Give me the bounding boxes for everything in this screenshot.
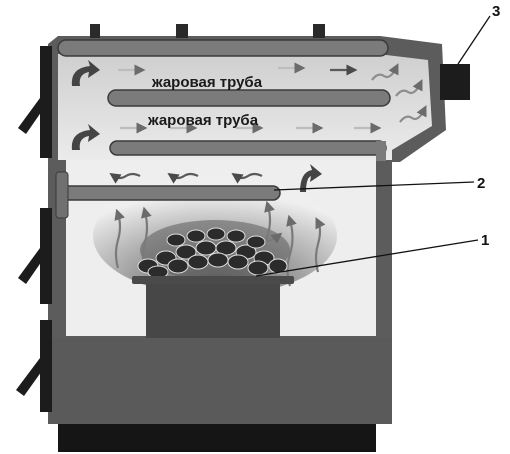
callout-lines xyxy=(255,15,491,277)
fire-tube-label-2: жаровая труба xyxy=(147,112,259,129)
callout-1: 1 xyxy=(481,232,489,249)
top-fitting-3 xyxy=(313,24,325,38)
top-fitting-1 xyxy=(90,24,100,38)
exhaust-arrows xyxy=(371,63,427,123)
boiler-base xyxy=(58,422,376,452)
ash-pit-block xyxy=(146,284,280,338)
lower-body xyxy=(48,338,392,424)
coal-bed xyxy=(137,227,288,279)
right-inner-wall xyxy=(376,160,384,338)
callout-3: 3 xyxy=(492,3,500,20)
door-handles xyxy=(16,46,52,412)
fire-tube-1 xyxy=(107,89,391,107)
top-fire-tube xyxy=(57,39,389,57)
deflector-tube xyxy=(57,185,281,201)
top-fitting-2 xyxy=(176,24,188,38)
right-tube-riser xyxy=(376,141,386,161)
turn-arrows xyxy=(71,60,322,192)
chimney-outlet xyxy=(440,64,470,100)
fire-tube-2 xyxy=(109,140,387,156)
grate xyxy=(132,276,294,284)
flue-gas-arrows xyxy=(118,62,382,134)
left-inner-wall xyxy=(58,160,66,338)
deflector-upright xyxy=(55,171,69,219)
flue-gas-zone xyxy=(58,54,432,160)
callout-2: 2 xyxy=(477,175,485,192)
fire-tube-label-1: жаровая труба xyxy=(151,74,263,91)
return-arrows xyxy=(109,172,263,184)
